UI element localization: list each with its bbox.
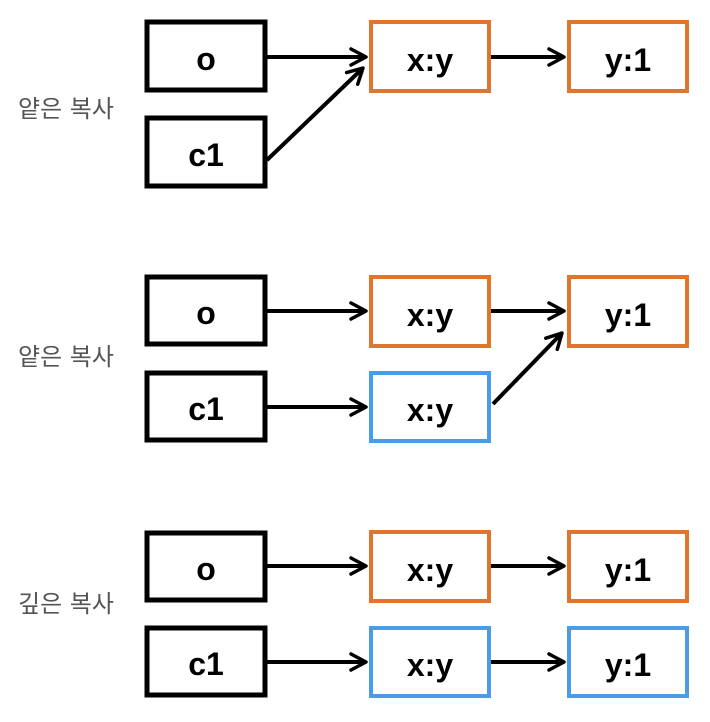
object-label: x:y [407, 297, 453, 333]
object-box [369, 275, 491, 348]
object-box-shared-y1: y:1 [567, 530, 689, 603]
variable-box [144, 19, 268, 93]
object-label: x:y [407, 42, 453, 78]
variable-box [144, 274, 268, 347]
section-label: 깊은 복사 [18, 590, 114, 618]
object-box [567, 20, 689, 93]
object-box-copied-xy: x:y [369, 371, 491, 443]
object-box-shared-xy: x:y [369, 20, 491, 93]
object-label: x:y [407, 392, 453, 428]
variable-name: o [196, 551, 216, 587]
variable-box [144, 530, 268, 603]
variable-box [144, 370, 268, 443]
variable-name: o [196, 295, 216, 331]
variable-box-o: o [144, 19, 268, 93]
object-box [567, 530, 689, 603]
variable-box-o: o [144, 530, 268, 603]
reference-arrow [491, 331, 564, 406]
variable-box-c1: c1 [144, 370, 268, 443]
section-label: 얕은 복사 [18, 343, 114, 371]
object-label: y:1 [605, 297, 651, 333]
section-shallow-copy-2: 얕은 복사 o c1 x:y x:y y:1 [18, 274, 689, 443]
object-box [369, 371, 491, 443]
variable-box-c1: c1 [144, 625, 268, 698]
object-box [369, 626, 491, 698]
section-label: 얕은 복사 [18, 95, 114, 123]
object-box-shared-xy: x:y [369, 275, 491, 348]
object-box-shared-y1: y:1 [567, 275, 689, 348]
object-label: x:y [407, 552, 453, 588]
variable-box-c1: c1 [144, 115, 268, 189]
object-box-copied-xy: x:y [369, 626, 491, 698]
variable-name: o [196, 41, 216, 77]
object-label: x:y [407, 647, 453, 683]
object-box-copied-y1: y:1 [567, 626, 689, 698]
variable-name: c1 [188, 137, 224, 173]
section-shallow-copy-1: 얕은 복사 o c1 x:y y:1 [18, 19, 689, 189]
section-deep-copy: 깊은 복사 o c1 x:y y:1 x:y y:1 [18, 530, 689, 698]
variable-box-o: o [144, 274, 268, 347]
object-label: y:1 [605, 552, 651, 588]
object-box [567, 626, 689, 698]
object-box [369, 530, 491, 603]
variable-name: c1 [188, 646, 224, 682]
variable-box [144, 115, 268, 189]
object-box-shared-xy: x:y [369, 530, 491, 603]
object-box [369, 20, 491, 93]
object-box [567, 275, 689, 348]
object-box-shared-y1: y:1 [567, 20, 689, 93]
variable-box [144, 625, 268, 698]
variable-name: c1 [188, 391, 224, 427]
reference-arrow [265, 66, 365, 162]
object-label: y:1 [605, 42, 651, 78]
object-label: y:1 [605, 647, 651, 683]
